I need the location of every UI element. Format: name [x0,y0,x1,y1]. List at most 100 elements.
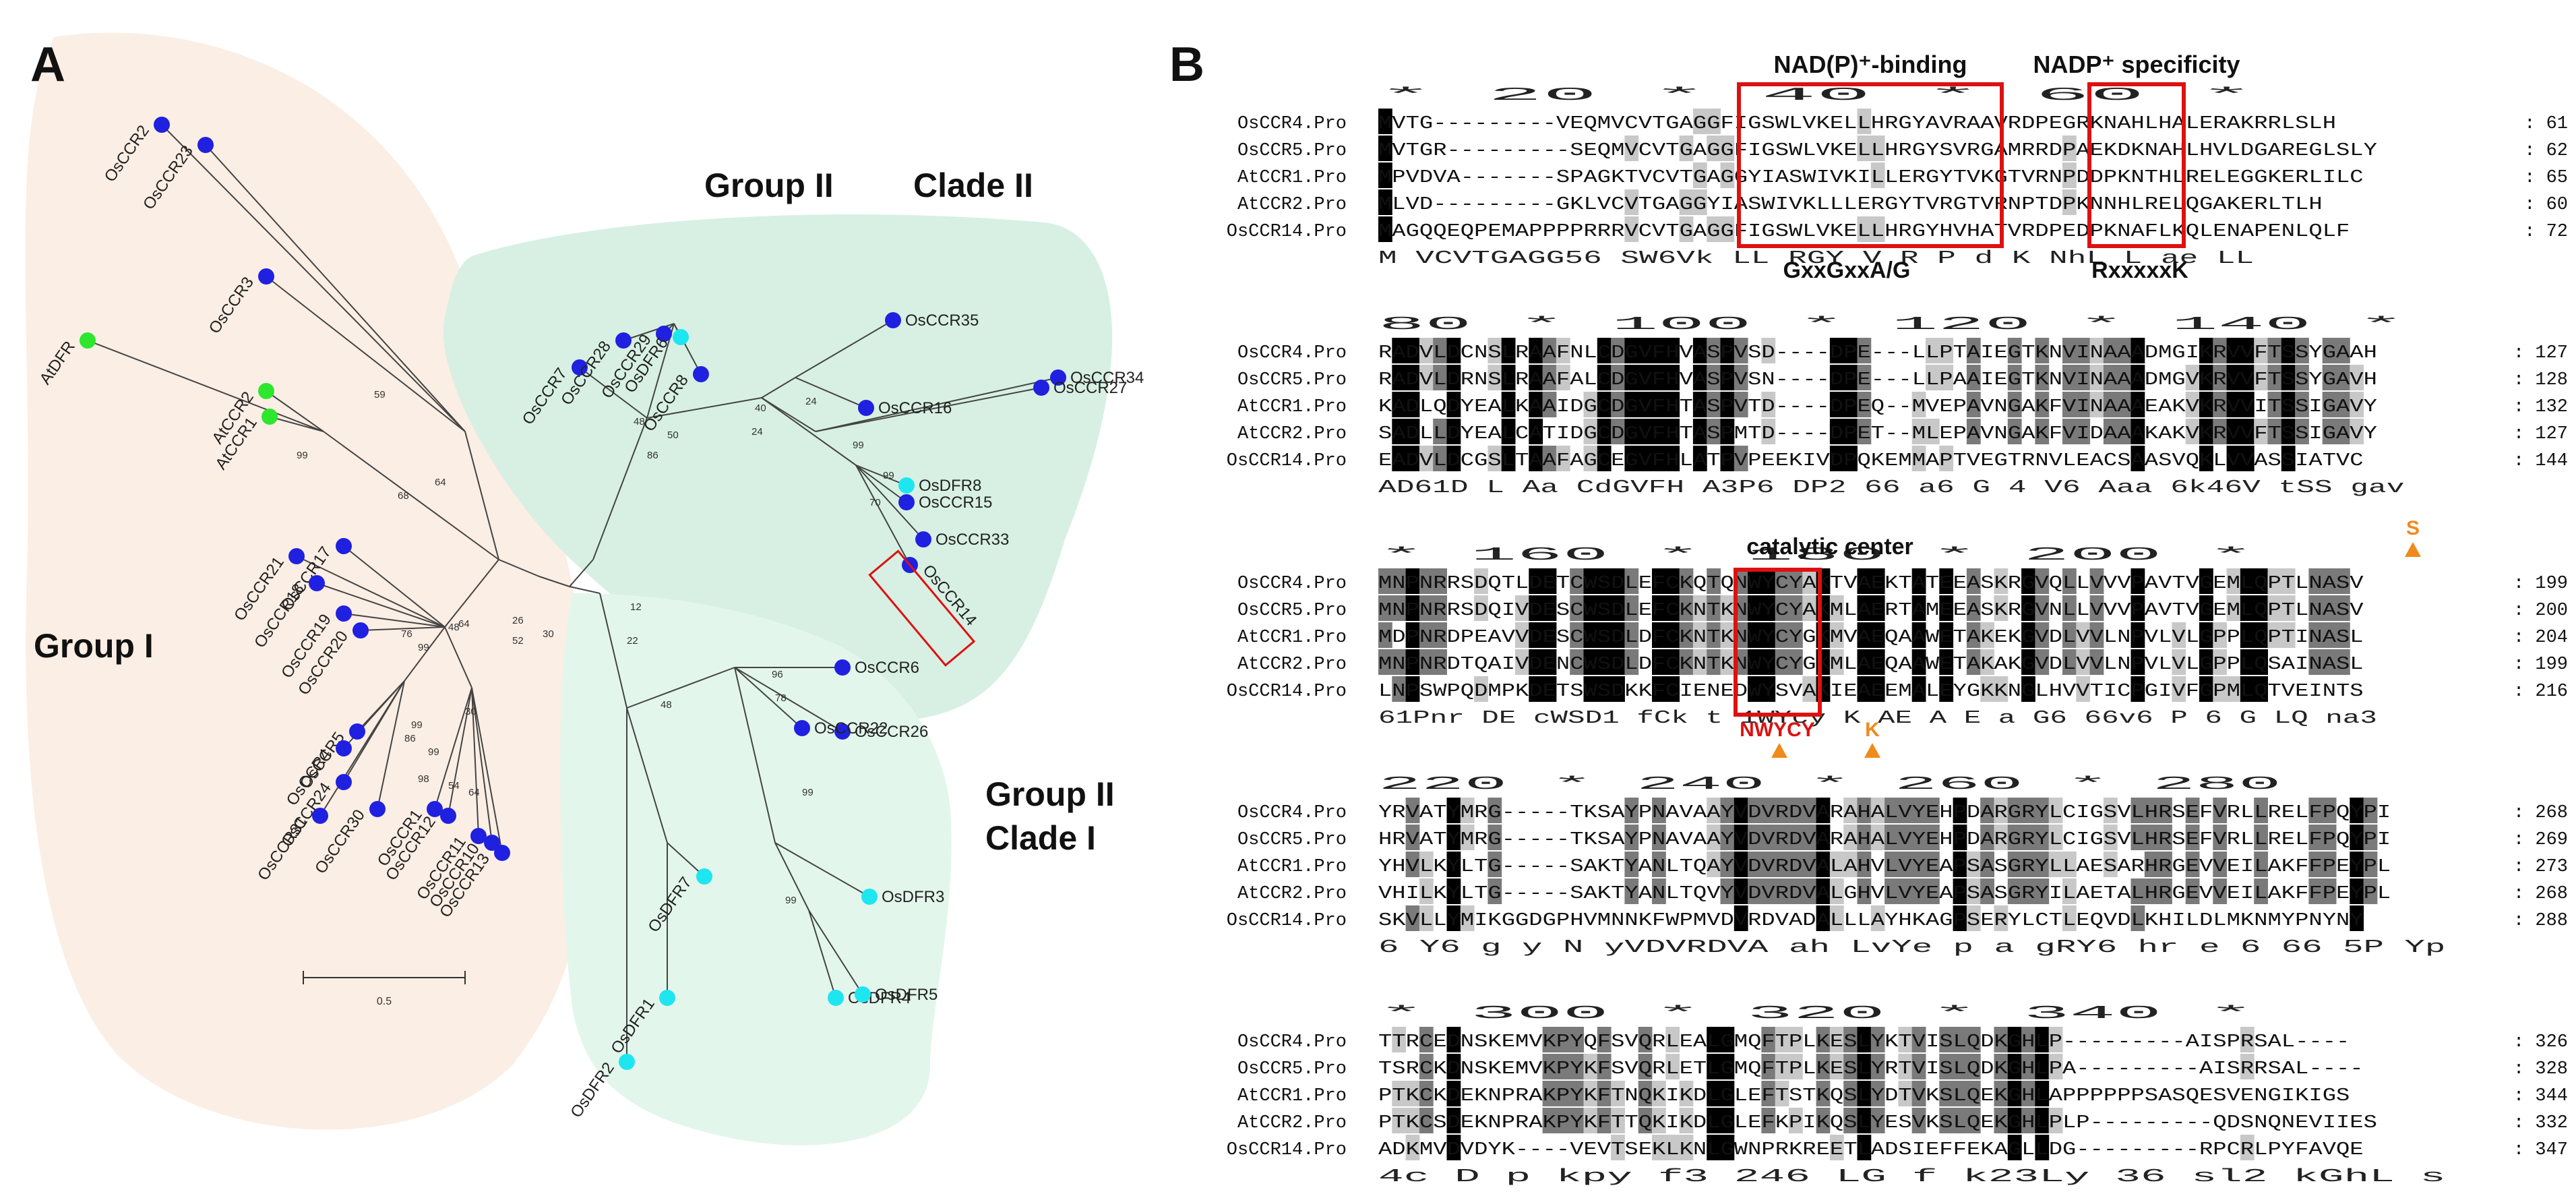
residue-shade [1624,852,1639,877]
residue-shade [2350,905,2364,931]
leaf-marker [659,990,675,1006]
residue-shade [1761,392,1776,417]
residue-shade [2240,365,2255,390]
residue-shade [1857,568,1872,594]
residue-shade [1583,392,1598,417]
leaf-marker [369,801,386,817]
branch-line [444,559,499,628]
residue-shade [2021,568,2035,594]
residue-shade [2336,649,2350,675]
residue-shade [2308,878,2323,904]
residue-shade [1529,365,1543,390]
leaf-marker [615,332,632,349]
branch-line [316,583,446,628]
residue-shade [2350,798,2364,823]
residue-shade [2048,1054,2063,1079]
residue-shade [2199,365,2213,390]
residue-shade [1392,1081,1407,1106]
sequence-residues: MNPNRDTQAIVDENCWSDLDFCKNTKNWYCYGKMLAEQAA… [1378,655,2364,675]
residue-shade [1911,825,1926,850]
residue-shade [1652,798,1666,823]
residue-shade [1926,798,1940,823]
residue-shade [1857,392,1872,417]
sequence-end-position: : 61 [2524,114,2568,134]
residue-shade [2007,878,2022,904]
bootstrap-value: 64 [435,477,446,488]
residue-shade [1857,798,1872,823]
residue-shade [2172,676,2186,702]
residue-shade [1378,595,1392,621]
residue-shade [1707,595,1721,621]
sequence-residues: YHVLKYLTG-----SAKTYANLTQAYVDVRDVALAHVLVY… [1378,857,2391,877]
residue-shade [1597,1054,1612,1079]
residue-shade [1474,676,1488,702]
residue-shade [2213,365,2228,390]
residue-shade [1857,216,1872,242]
sequence-residues: VHILKYLTG-----SAKTYANLTQVYVDVRDVALGHVLVY… [1378,884,2391,904]
residue-shade [1542,1054,1557,1079]
residue-shade [1392,649,1407,675]
residue-shade [1597,365,1612,390]
bootstrap-value: 22 [627,635,638,647]
residue-shade [1884,798,1899,823]
residue-shade [1870,595,1885,621]
residue-shade [1761,622,1776,648]
ruler-line: * 300 * 320 * 340 * [1378,1004,2254,1024]
residue-shade [1748,649,1762,675]
sequence-residues: RADVLDCNSLRAAFNLCDGVFHVASPVSD----DPE---L… [1378,343,2377,363]
residue-shade [1542,365,1557,390]
residue-shade [1707,649,1721,675]
residue-shade [1884,878,1899,904]
residue-shade [1898,852,1913,877]
residue-shade [2281,338,2296,363]
residue-shade [2158,825,2172,850]
branch-line [774,842,809,911]
sequence-residues: MAGQQEQPEMAPPPPRRRVCVTGAGGFIGSWLVKELLHRG… [1378,222,2350,242]
residue-shade [2267,595,2282,621]
residue-shade [1433,622,1447,648]
residue-shade [2185,852,2200,877]
residue-shade [1652,392,1666,417]
residue-shade [2322,798,2337,823]
residue-shade [1857,1054,1872,1079]
residue-shade [1583,622,1598,648]
leaf-label: OsCCR35 [905,311,979,330]
panel-b-letter: B [1169,38,1204,92]
consensus-line: M VCVTGAGG56 SW6Vk LL RGY V R P d K NhL … [1378,249,2254,269]
bootstrap-value: 48 [448,622,460,633]
residue-shade [2130,649,2145,675]
residue-shade [2240,419,2255,444]
residue-shade [2062,852,2077,877]
residue-shade [2336,622,2350,648]
residue-shade [1761,1027,1776,1052]
residue-shade [1679,568,1694,594]
branch-line [626,707,668,843]
leaf-label: OsCCR22 [814,719,888,738]
residue-shade [1939,1081,1954,1106]
residue-shade [2295,338,2309,363]
residue-shade [1692,649,1707,675]
residue-shade [2281,622,2296,648]
branch-line [498,559,540,577]
residue-shade [1775,852,1789,877]
residue-shade [1953,1081,1967,1106]
residue-shade [1789,878,1803,904]
branch-line [808,910,836,999]
residue-shade [1624,622,1639,648]
leaf-marker [915,531,931,547]
residue-shade [1966,622,1981,648]
residue-shade [1529,595,1543,621]
residue-shade [1980,798,1994,823]
residue-shade [2021,595,2035,621]
residue-shade [1419,1108,1434,1133]
residue-shade [1843,446,1858,471]
residue-shade [2130,825,2145,850]
sequence-end-position: : 60 [2524,195,2568,215]
residue-shade [2281,446,2296,471]
sequence-name: OsCCR5.Pro [1237,370,1347,390]
branch-line [471,687,479,837]
residue-shade [1419,1054,1434,1079]
residue-shade [1761,338,1776,363]
residue-shade [2185,878,2200,904]
